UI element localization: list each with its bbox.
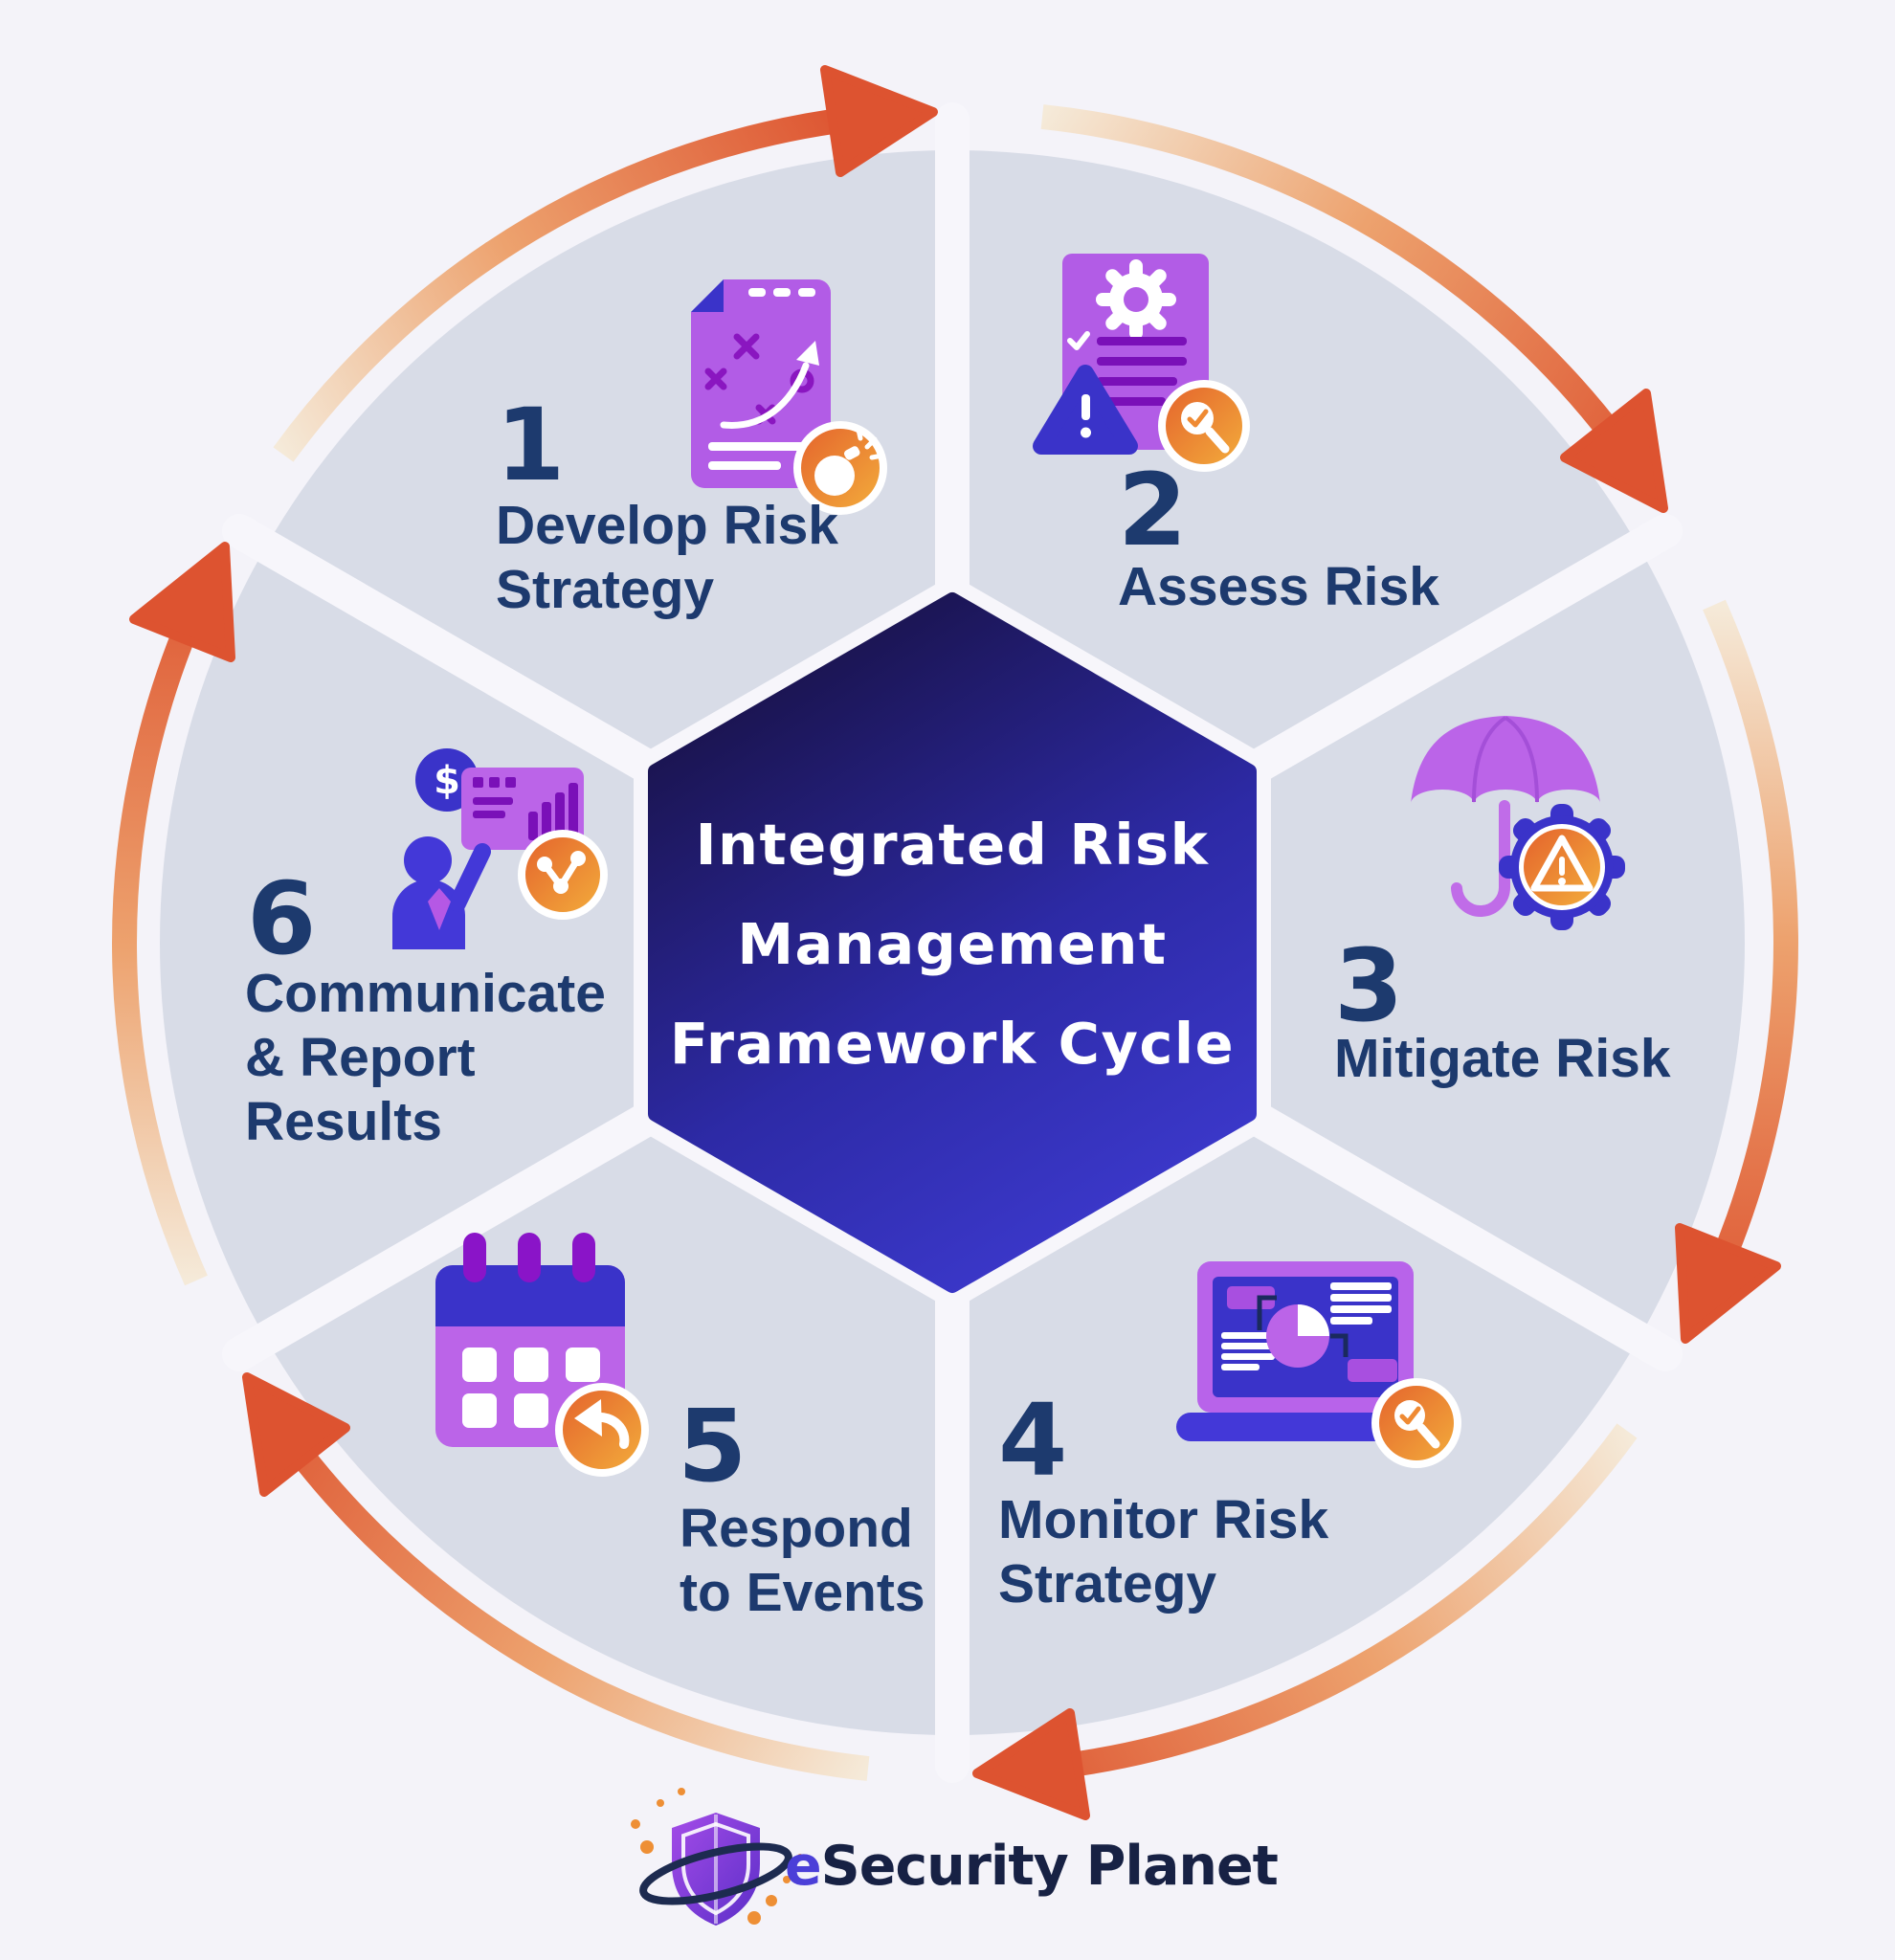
step-1-label-line2: Strategy: [496, 559, 715, 620]
cycle-arrow-6: [112, 542, 235, 1286]
cycle-arrow-5: [242, 1372, 870, 1781]
brand-wordmark: eSecurity Planet: [785, 1835, 1279, 1898]
step-6-label-line2: & Report: [245, 1027, 476, 1088]
step-4-label: Monitor Risk Strategy: [998, 1488, 1328, 1616]
magnifier-check-badge-icon: [1158, 380, 1250, 472]
step-5-label-line1: Respond: [680, 1498, 913, 1559]
step-3-label: Mitigate Risk: [1334, 1027, 1671, 1091]
assess-document-icon: [1033, 254, 1250, 472]
segment-dividers: [222, 102, 1683, 1783]
bomb-badge-icon: [793, 421, 887, 515]
cycle-arrows: [112, 65, 1798, 1820]
step-5-label-line2: to Events: [680, 1562, 925, 1623]
step-5-label: Respond to Events: [680, 1497, 925, 1625]
brand-wordmark-accent: e: [785, 1835, 822, 1898]
step-3-label-line1: Mitigate Risk: [1334, 1028, 1671, 1089]
presenter-report-icon: $: [391, 748, 608, 949]
step-6-number: 6: [247, 860, 317, 977]
cycle-arrow-2: [1040, 104, 1668, 513]
step-6-label: Communicate & Report Results: [245, 962, 606, 1154]
calendar-icon: [435, 1233, 649, 1477]
cycle-arrow-4: [972, 1423, 1638, 1820]
shield-orbit-icon: [631, 1788, 803, 1926]
umbrella-gear-icon: [1411, 716, 1625, 930]
magnifier-check-badge-icon: [1371, 1378, 1461, 1468]
dollar-icon: $: [434, 759, 460, 803]
warning-badge-icon: [1499, 804, 1625, 930]
brand-wordmark-rest: Security Planet: [820, 1835, 1279, 1898]
page-title-line2: Management: [737, 911, 1168, 977]
page-title: Integrated Risk Management Framework Cyc…: [636, 787, 1268, 1102]
strategy-document-icon: [691, 279, 887, 515]
share-badge-icon: [518, 830, 608, 920]
center-hexagon: [634, 578, 1271, 1307]
warning-triangle-icon: [1033, 365, 1138, 455]
logo-sparkle-dots: [631, 1788, 803, 1925]
step-4-label-line2: Strategy: [998, 1553, 1217, 1615]
person-figure: [391, 836, 491, 949]
cycle-arrow-1: [273, 65, 938, 462]
page-title-line1: Integrated Risk: [695, 812, 1210, 878]
step-1-label-line1: Develop Risk: [496, 495, 838, 556]
step-4-label-line1: Monitor Risk: [998, 1489, 1329, 1550]
step-6-label-line3: Results: [245, 1091, 442, 1152]
monitor-laptop-icon: [1176, 1261, 1461, 1468]
step-1-number: 1: [496, 387, 566, 503]
step-6-label-line1: Communicate: [245, 963, 606, 1024]
reply-arrow-badge-icon: [555, 1383, 649, 1477]
step-5-number: 5: [678, 1388, 747, 1504]
step-4-number: 4: [998, 1382, 1068, 1499]
step-3-number: 3: [1334, 927, 1404, 1044]
step-2-label: Assess Risk: [1118, 555, 1439, 619]
page-title-line3: Framework Cycle: [669, 1011, 1236, 1077]
step-2-label-line1: Assess Risk: [1118, 556, 1439, 617]
cycle-arrow-3: [1675, 599, 1798, 1344]
step-2-number: 2: [1118, 452, 1188, 568]
step-1-label: Develop Risk Strategy: [496, 494, 838, 622]
